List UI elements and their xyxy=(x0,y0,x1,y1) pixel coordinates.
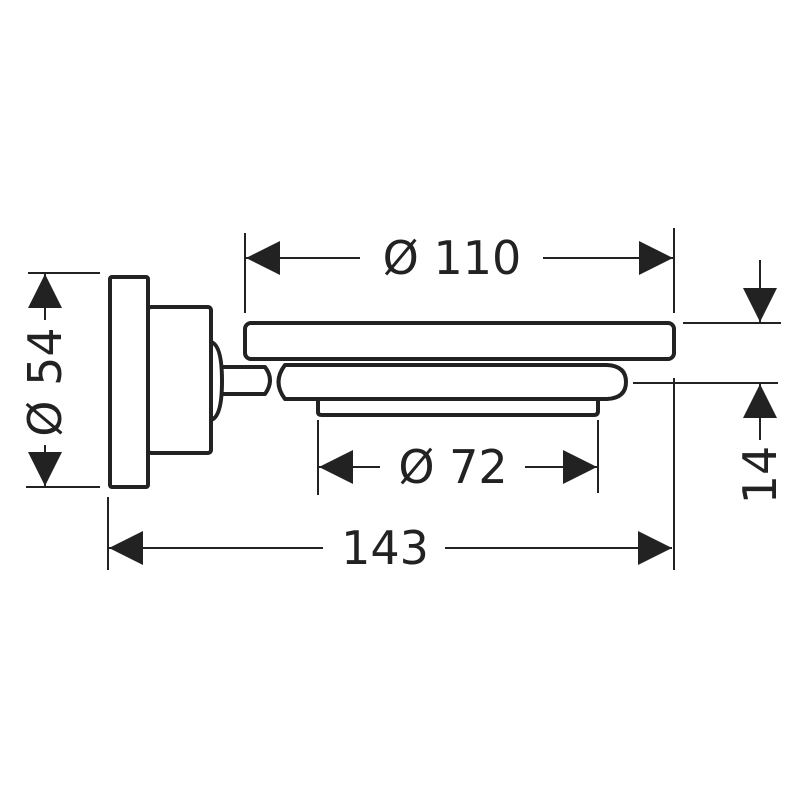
dish-base xyxy=(316,399,600,417)
dimension-label-110: Ø 110 xyxy=(383,231,522,285)
dimension-label-72: Ø 72 xyxy=(398,440,507,494)
dimension-label-143: 143 xyxy=(341,521,429,575)
dish-tray xyxy=(243,321,676,361)
wall-mount xyxy=(146,305,213,455)
dimension-label-54: Ø 54 xyxy=(18,327,72,436)
support-rod xyxy=(222,365,272,396)
mount-cap xyxy=(210,340,224,422)
dimension-label-14: 14 xyxy=(733,446,787,505)
wall-plate xyxy=(108,275,150,489)
dish-ring xyxy=(276,363,628,401)
